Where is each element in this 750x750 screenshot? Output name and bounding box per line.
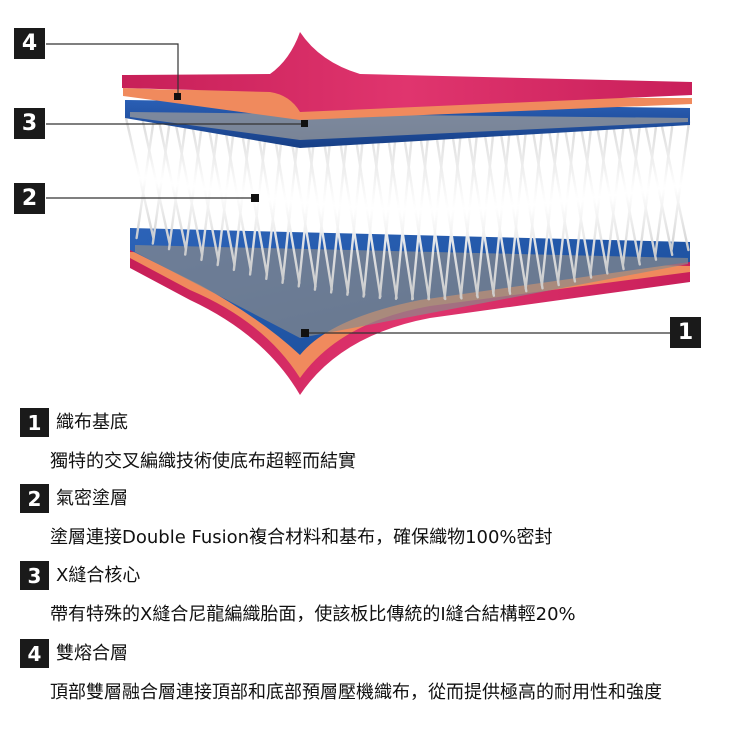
marker-4 [174, 93, 181, 100]
fiber-strand [216, 117, 237, 267]
fiber-strand [556, 119, 577, 283]
fiber-strand [303, 118, 333, 291]
callout-badge-4: 4 [14, 28, 45, 59]
callout-number: 1 [677, 320, 694, 345]
legend-badge: 2 [20, 484, 49, 513]
fiber-strand [222, 117, 252, 272]
fiber-strand [492, 119, 512, 295]
material-layers-diagram [46, 32, 692, 395]
fiber-strand [200, 117, 221, 262]
fiber-strand [378, 118, 399, 300]
marker-1 [301, 329, 309, 337]
fiber-strand [427, 118, 448, 301]
fiber-strand [329, 118, 350, 294]
fiber-strand [637, 120, 658, 261]
drop-stitch-fibers [124, 116, 691, 301]
fiber-strand [621, 120, 642, 266]
fiber-strand [475, 119, 496, 297]
fiber-strand [313, 118, 334, 291]
legend-title: 織布基底 [56, 412, 128, 433]
top-mesh-layer [130, 112, 688, 140]
legend-description: 頂部雙層融合層連接頂部和底部預層壓機織布，從而提供極高的耐用性和強度 [50, 682, 662, 703]
callout-badge-2: 2 [14, 183, 45, 214]
fiber-strand [562, 120, 593, 279]
fiber-strand [594, 120, 625, 271]
fiber-strand [367, 118, 398, 300]
fiber-strand [173, 117, 204, 256]
fiber-strand [465, 119, 496, 297]
fiber-strand [643, 120, 674, 257]
top-pink-layer [122, 32, 692, 112]
fiber-strand [654, 120, 674, 257]
legend-description: 獨特的交叉編織技術使底布超輕而結實 [50, 451, 356, 472]
legend-title: 雙熔合層 [56, 643, 128, 664]
fiber-strand [508, 119, 529, 293]
marker-2 [251, 194, 259, 202]
callout-number: 2 [21, 186, 38, 211]
fiber-strand [189, 117, 220, 262]
fiber-strand [443, 119, 464, 300]
fiber-strand [254, 117, 285, 281]
leader-lines [46, 43, 670, 334]
fiber-strand [611, 120, 641, 266]
fiber-strand [540, 119, 561, 287]
fiber-strand [184, 117, 204, 256]
fiber-strand [205, 117, 236, 267]
legend-badge: 4 [20, 639, 49, 668]
fiber-strand [546, 119, 577, 283]
fiber-strand [167, 117, 188, 251]
fiber-strand [411, 118, 431, 301]
legend-description: 塗層連接Double Fusion複合材料和基布，確保織物100%密封 [50, 527, 553, 548]
fiber-strand [497, 119, 528, 293]
callout-badge-3: 3 [14, 108, 45, 139]
fiber-strand [524, 119, 545, 290]
fiber-strand [605, 120, 626, 271]
fiber-strand [135, 116, 156, 240]
fiber-strand [232, 117, 253, 272]
fiber-strand [481, 119, 512, 295]
fiber-strand [384, 118, 414, 300]
callout-number: 4 [21, 31, 38, 56]
fiber-strand [513, 119, 544, 290]
fiber-strand [346, 118, 366, 296]
fiber-strand [659, 120, 690, 252]
fiber-strand [578, 120, 609, 275]
fiber-strand [351, 118, 382, 298]
fiber-strand [589, 120, 610, 275]
legend-title: X縫合核心 [56, 565, 141, 586]
legend-badge: 3 [20, 561, 49, 590]
legend-badge: 1 [20, 408, 49, 437]
fiber-strand [459, 119, 480, 299]
fiber-strand [270, 117, 301, 285]
fiber-strand [449, 119, 479, 299]
fiber-strand [362, 118, 383, 298]
fiber-strand [400, 118, 431, 301]
fiber-strand [432, 119, 463, 300]
fiber-strand [157, 117, 188, 251]
fiber-strand [670, 120, 691, 252]
fiber-strand [151, 116, 172, 245]
fiber-strand [530, 119, 560, 287]
fiber-strand [124, 116, 155, 240]
leader-line-4 [46, 43, 179, 96]
fiber-strand [335, 118, 366, 296]
fiber-strand [265, 117, 285, 281]
fiber-strand [394, 118, 415, 300]
callout-number: 3 [21, 111, 38, 136]
fiber-strand [319, 118, 350, 294]
marker-3 [301, 120, 308, 127]
fiber-strand [286, 118, 317, 288]
fiber-strand [573, 120, 593, 279]
fiber-strand [627, 120, 658, 261]
legend-description: 帶有特殊的X縫合尼龍編織胎面，使該板比傳統的I縫合結構輕20% [50, 604, 576, 625]
legend-title: 氣密塗層 [56, 488, 128, 509]
fiber-strand [416, 118, 447, 301]
fiber-strand [141, 116, 171, 245]
callout-badge-1: 1 [670, 317, 701, 348]
